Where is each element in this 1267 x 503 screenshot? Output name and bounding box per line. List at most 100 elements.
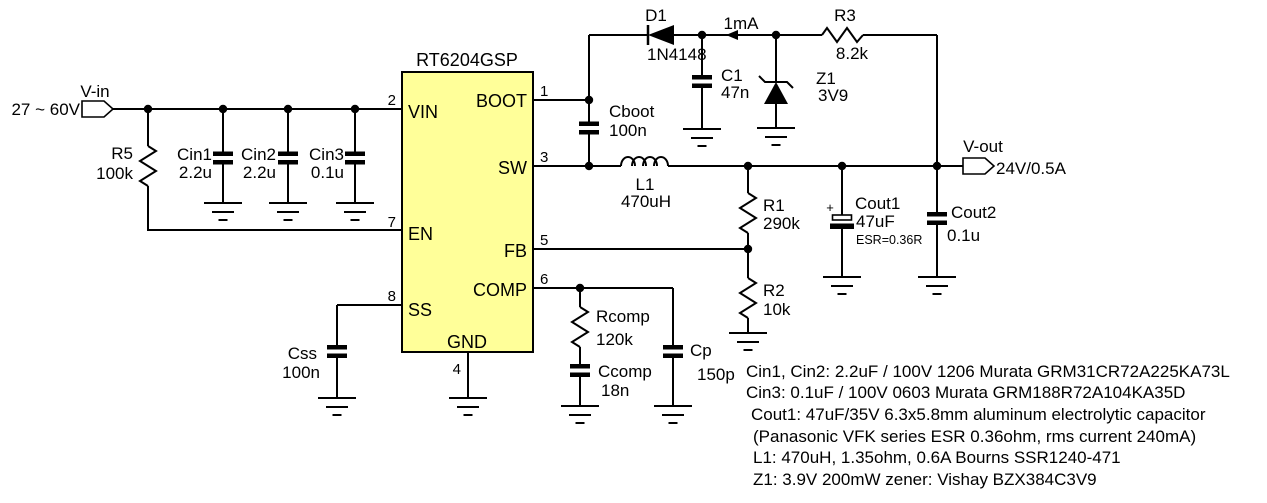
resistor-r1: R1 290k <box>739 192 800 234</box>
diode-triangle-icon <box>648 25 674 45</box>
c1-ref-label: C1 <box>721 66 743 85</box>
vout-tag-icon <box>962 157 996 175</box>
ic-rt6204gsp: RT6204GSP VIN EN SS BOOT SW FB COMP GND … <box>388 50 548 416</box>
capacitor-cout2: Cout2 0.1u <box>917 203 996 295</box>
capacitor-cboot: Cboot 100n <box>579 102 655 140</box>
junction-dots <box>143 30 942 293</box>
cin1-ref-label: Cin1 <box>177 145 212 164</box>
cboot-value-label: 100n <box>609 121 647 140</box>
cout1-plate-top <box>831 214 853 221</box>
vin-tag-icon <box>81 100 115 118</box>
r3-value-label: 8.2k <box>836 44 869 63</box>
c1-value-label: 47n <box>721 83 749 102</box>
d1-ref-label: D1 <box>645 6 667 25</box>
resistor-r5: R5 100k <box>96 144 157 187</box>
ic-pin-label-ss: SS <box>408 300 432 320</box>
cp-ref-label: Cp <box>690 341 712 360</box>
vin-port-spec: 27 ~ 60V <box>11 100 80 119</box>
note-line: Cin1, Cin2: 2.2uF / 100V 1206 Murata GRM… <box>746 362 1230 381</box>
note-line: (Panasonic VFK series ESR 0.36ohm, rms c… <box>753 427 1196 446</box>
r2-value-label: 10k <box>763 300 791 319</box>
capacitor-ccomp: Ccomp 18n <box>560 362 652 424</box>
capacitor-cp: Cp 150p <box>653 341 735 424</box>
ic-pin-label-sw: SW <box>498 158 527 178</box>
ic-pin-num-comp: 6 <box>540 271 548 288</box>
note-line: Cout1: 47uF/35V 6.3x5.8mm aluminum elect… <box>751 405 1206 424</box>
vout-port-spec: 24V/0.5A <box>996 159 1067 178</box>
r1-ref-label: R1 <box>763 196 785 215</box>
ic-pin-num-boot: 1 <box>540 83 548 100</box>
port-vin: V-in 27 ~ 60V <box>11 82 115 119</box>
port-vout: V-out 24V/0.5A <box>962 137 1067 178</box>
ic-pin-num-fb: 5 <box>540 232 548 249</box>
cin3-value-label: 0.1u <box>311 163 344 182</box>
r2-ref-label: R2 <box>763 281 785 300</box>
inductor-l1: L1 470uH <box>620 156 671 211</box>
ground-icon <box>728 332 768 351</box>
wires <box>113 34 963 406</box>
l1-ref-label: L1 <box>636 175 655 194</box>
ic-pin-num-sw: 3 <box>540 149 548 166</box>
ic-pin-label-vin: VIN <box>408 102 438 122</box>
current-label: 1mA <box>724 14 760 33</box>
zener-z1: Z1 3V9 <box>756 69 848 146</box>
capacitor-cin1: Cin1 2.2u <box>177 145 243 221</box>
css-value-label: 100n <box>282 363 320 382</box>
note-line: Cin3: 0.1uF / 100V 0603 Murata GRM188R72… <box>746 383 1185 402</box>
cout2-ref-label: Cout2 <box>951 203 996 222</box>
cout1-polarity-mark: + <box>826 200 834 215</box>
ic-pin-label-boot: BOOT <box>476 91 527 111</box>
note-line: L1: 470uH, 1.35ohm, 0.6A Bourns SSR1240-… <box>753 448 1121 467</box>
ic-pin-num-gnd: 4 <box>453 361 461 378</box>
ground-icon <box>917 276 957 295</box>
z1-value-label: 3V9 <box>818 86 848 105</box>
ccomp-value-label: 18n <box>601 381 629 400</box>
ground-icon <box>560 405 600 424</box>
diode-d1: D1 1N4148 <box>645 6 706 64</box>
css-ref-label: Css <box>288 344 317 363</box>
note-line: Z1: 3.9V 200mW zener: Vishay BZX384C3V9 <box>753 470 1097 489</box>
ic-pin-label-comp: COMP <box>473 280 527 300</box>
cout1-plate-bottom <box>830 223 854 229</box>
r3-zigzag <box>821 26 864 44</box>
ground-icon <box>653 405 693 424</box>
ground-icon <box>317 397 357 416</box>
ic-pin-label-gnd: GND <box>447 332 487 352</box>
ic-pin-num-en: 7 <box>388 214 396 231</box>
current-arrow-icon <box>726 30 738 40</box>
z1-ref-label: Z1 <box>816 69 836 88</box>
ic-pin-num-vin: 2 <box>388 92 396 109</box>
capacitor-c1: C1 47n <box>682 66 749 147</box>
cout1-ref-label: Cout1 <box>855 194 900 213</box>
ground-icon <box>335 202 375 221</box>
r1-value-label: 290k <box>763 214 800 233</box>
cin2-ref-label: Cin2 <box>241 145 276 164</box>
r5-ref-label: R5 <box>111 144 133 163</box>
rcomp-value-label: 120k <box>596 330 633 349</box>
capacitor-cout1: + Cout1 47uF ESR=0.36R <box>822 194 922 295</box>
capacitor-cin3: Cin3 0.1u <box>309 145 375 221</box>
current-arrow-1ma: 1mA <box>724 14 760 40</box>
ic-body <box>401 71 534 353</box>
ground-icon <box>682 128 722 147</box>
resistor-r2: R2 10k <box>728 277 791 351</box>
cout2-value-label: 0.1u <box>947 226 980 245</box>
ic-pin-label-en: EN <box>408 224 433 244</box>
cin2-value-label: 2.2u <box>243 163 276 182</box>
cp-value-label: 150p <box>697 365 735 384</box>
d1-value-label: 1N4148 <box>647 45 707 64</box>
capacitor-cin2: Cin2 2.2u <box>241 145 308 221</box>
l1-value-label: 470uH <box>621 192 671 211</box>
r3-ref-label: R3 <box>834 6 856 25</box>
cboot-ref-label: Cboot <box>609 102 655 121</box>
capacitor-css: Css 100n <box>282 344 357 416</box>
zener-triangle-icon <box>764 82 788 104</box>
ccomp-ref-label: Ccomp <box>598 362 652 381</box>
bom-notes: Cin1, Cin2: 2.2uF / 100V 1206 Murata GRM… <box>746 362 1230 489</box>
ic-pin-num-ss: 8 <box>388 288 396 305</box>
vin-port-label: V-in <box>80 82 109 101</box>
ic-part-number: RT6204GSP <box>416 50 518 70</box>
ground-icon <box>268 202 308 221</box>
